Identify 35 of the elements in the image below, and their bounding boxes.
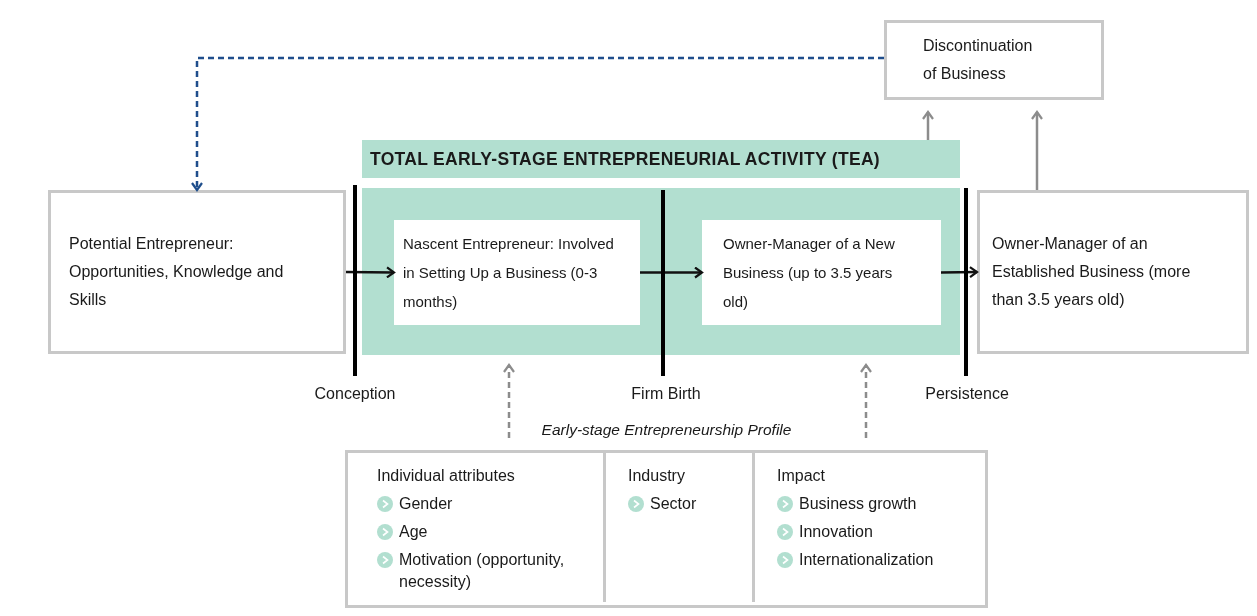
box-text: Nascent Entrepreneur: Involved in Setting Up a Business (0-3 months) (403, 234, 615, 312)
process-box (48, 190, 346, 354)
stage-panel (362, 188, 960, 355)
dashed-arrow (502, 363, 516, 438)
arrow (921, 110, 935, 140)
column-heading: Individual attributes (377, 466, 516, 486)
dashed-arrow (190, 56, 884, 192)
milestone-label: Conception (314, 385, 396, 403)
arrow (1030, 110, 1044, 190)
list-item: Internationalization (799, 550, 934, 570)
list-item: Gender (399, 494, 453, 514)
arrow (346, 266, 396, 279)
box-text: Discontinuation of Business (923, 36, 1034, 84)
list-item: Innovation (799, 522, 873, 542)
column-heading: Industry (628, 466, 686, 486)
table-heading: Early-stage Entrepreneurship Profile (540, 421, 793, 439)
list-item: Motivation (opportunity, necessity) (399, 550, 566, 592)
arrow (640, 266, 704, 279)
process-box (884, 20, 1104, 100)
list-item: Sector (650, 494, 697, 514)
dashed-arrow (859, 363, 873, 438)
list-item: Age (399, 522, 428, 542)
milestone-label: Persistence (925, 385, 1009, 403)
box-text: Owner-Manager of an Established Business (more than 3.5 years old) (992, 234, 1192, 310)
box-text: Owner-Manager of a New Business (up to 3.5 years old) (723, 234, 896, 312)
list-item: Business growth (799, 494, 917, 514)
title-band (362, 140, 960, 178)
arrow (941, 266, 979, 279)
band-title: TOTAL EARLY-STAGE ENTREPRENEURIAL ACTIVITY (TEA) (370, 148, 880, 170)
milestone-label: Firm Birth (631, 385, 701, 403)
box-text: Potential Entrepreneur: Opportunities, Knowledge and Skills (69, 234, 285, 310)
stage-box (394, 220, 640, 325)
stage-box (702, 220, 941, 325)
process-box (977, 190, 1249, 354)
column-heading: Impact (777, 466, 826, 486)
